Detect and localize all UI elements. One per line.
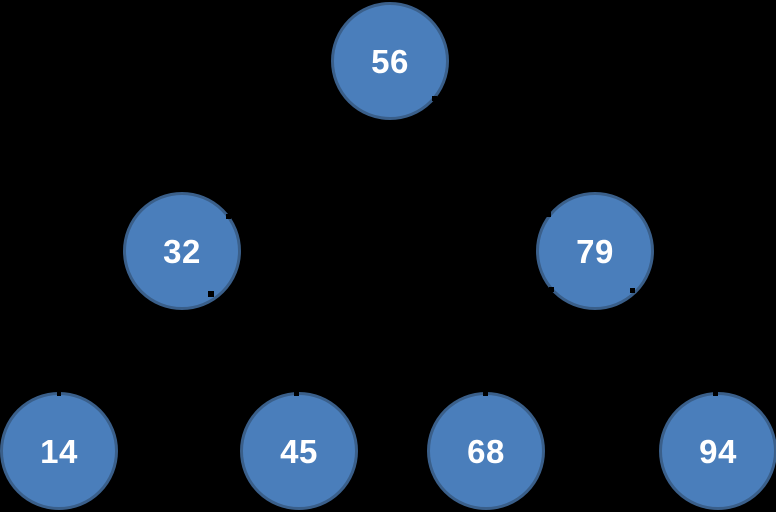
tree-node-45[interactable]: 45 (240, 392, 358, 510)
tree-node-68[interactable]: 68 (427, 392, 545, 510)
tree-node-label: 14 (40, 432, 78, 470)
tree-node-label: 94 (699, 432, 737, 470)
tree-node-14[interactable]: 14 (0, 392, 118, 510)
tree-node-label: 56 (371, 42, 409, 80)
tree-node-79[interactable]: 79 (536, 192, 654, 310)
tree-node-label: 45 (280, 432, 318, 470)
tree-node-32[interactable]: 32 (123, 192, 241, 310)
tree-node-label: 79 (576, 232, 614, 270)
tree-node-label: 32 (163, 232, 201, 270)
tree-node-56[interactable]: 56 (331, 2, 449, 120)
tree-node-94[interactable]: 94 (659, 392, 776, 510)
tree-node-label: 68 (467, 432, 505, 470)
